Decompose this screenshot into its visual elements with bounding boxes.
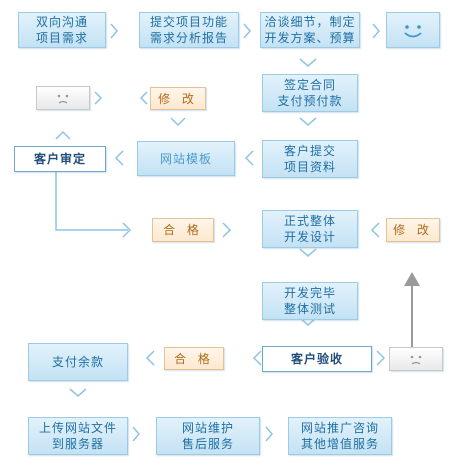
smiley-face-icon [404,25,422,38]
step-customer-acceptance[interactable]: 客户验收 [262,346,372,372]
tag-pass-bottom: 合 格 [164,347,224,370]
tag-modify-top: 修 改 [150,87,206,110]
step-upload-files-to-server[interactable]: 上传网站文件 到服务器 [28,417,128,455]
step-promotion-value-added[interactable]: 网站推广咨询 其他增值服务 [288,417,392,455]
step-development-complete-testing[interactable]: 开发完毕 整体测试 [262,282,358,320]
sad-face-box-bottom [389,347,443,371]
tag-modify-right: 修 改 [386,218,440,242]
sad-face-icon [410,355,422,365]
step-negotiate-plan-budget[interactable]: 洽谈细节，制定 开发方案、预算 [260,12,360,48]
happy-face-box [386,12,440,48]
step-two-way-communication[interactable]: 双向沟通 项目需求 [18,12,106,48]
step-submit-project-materials[interactable]: 客户提交 项目资料 [262,140,358,178]
sad-face-box-top [36,86,90,110]
tag-pass-middle: 合 格 [152,218,214,242]
step-sign-contract-prepay[interactable]: 签定合同 支付预付款 [262,74,358,112]
step-maintenance-after-sales[interactable]: 网站维护 售后服务 [156,417,260,455]
step-website-template[interactable]: 网站模板 [137,141,235,176]
step-pay-balance[interactable]: 支付余款 [28,343,128,381]
sad-face-icon [57,94,69,104]
step-formal-development-design[interactable]: 正式整体 开发设计 [262,210,358,248]
step-customer-review[interactable]: 客户审定 [14,146,106,172]
step-submit-requirements-report[interactable]: 提交项目功能 需求分析报告 [139,12,239,48]
